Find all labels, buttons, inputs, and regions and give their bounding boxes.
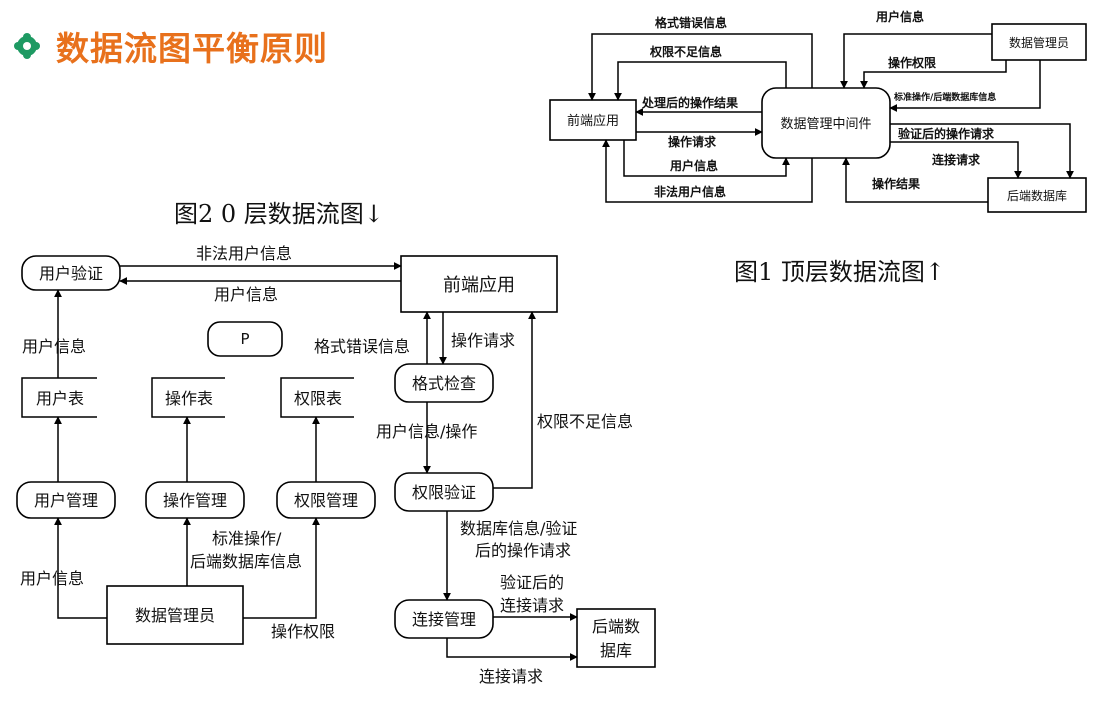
edge-admin-op-permission [243,517,320,619]
node-op-mgmt-label: 操作管理 [163,491,227,510]
top-edge-op-permission [860,60,1007,89]
label-user-info-op: 用户信息/操作 [376,422,477,441]
top-label-verified-request: 验证后的操作请求 [898,126,995,141]
label-illegal-user: 非法用户信息 [196,244,292,263]
top-label-processed-result: 处理后的操作结果 [641,95,738,110]
node-perm-verify-label: 权限验证 [412,483,476,502]
top-backend-node [987,177,1087,213]
label-format-error: 格式错误信息 [314,337,410,356]
top-level-diagram: 前端应用 数据管理中间件 数据管理员 后端数据库 格式错误信息 权限不足信息 处… [549,9,1087,286]
top-frontend-node [549,99,637,141]
title-row: 数据流图平衡原则 [12,24,328,68]
edge-connect-request [446,638,578,661]
label-verified-conn-1: 验证后的 [500,573,564,592]
top-label-user-info: 用户信息 [669,158,718,173]
node-conn-mgmt-label: 连接管理 [412,610,476,629]
top-label-no-permission: 权限不足信息 [649,44,722,59]
top-label-op-permission: 操作权限 [888,55,936,70]
node-frontend [400,255,558,313]
top-edge-user-info [623,140,790,177]
top-edge-std-ops [889,60,1041,112]
node-backend [576,608,656,668]
level0-diagram: 图2 0 层数据流图↓ 用户验证 前端应用 P 用户表 操作表 权限表 格式检查… [16,200,656,686]
label-no-permission: 权限不足信息 [537,412,633,431]
top-edge-verified-request [890,123,1074,179]
top-frontend-label: 前端应用 [567,113,619,129]
node-p [207,321,283,357]
store-op-table-label: 操作表 [165,389,213,408]
flower-bullet-icon [14,33,40,59]
level0-diagram-caption: 图2 0 层数据流图↓ [174,200,384,228]
top-edge-admin-user-info [840,33,992,89]
top-label-admin-user-info: 用户信息 [875,9,924,24]
top-label-illegal-user: 非法用户信息 [654,184,726,199]
label-admin-user-info: 用户信息 [20,569,84,588]
node-frontend-label: 前端应用 [443,275,515,296]
node-dbadmin [106,585,244,645]
node-perm-verify [394,472,494,512]
top-label-connect-request: 连接请求 [932,152,981,167]
node-user-verify [21,255,121,291]
node-format-check-label: 格式检查 [412,374,476,393]
top-edge-op-result [842,157,988,203]
node-dbadmin-label: 数据管理员 [135,606,215,625]
top-label-op-result: 操作结果 [872,176,920,191]
top-dbadmin-node [991,23,1087,61]
label-op-request: 操作请求 [451,331,515,350]
label-db-info-2: 后的操作请求 [475,541,571,560]
label-user-info-top: 用户信息 [214,285,278,304]
edge-no-permission [493,311,536,489]
top-edge-format-error [588,33,813,101]
label-std-ops-2: 后端数据库信息 [190,552,302,571]
top-label-std-ops: 标准操作/后端数据库信息 [893,91,996,103]
top-backend-label: 后端数据库 [1007,188,1067,203]
top-middleware-node [761,87,891,159]
top-middleware-label: 数据管理中间件 [780,117,871,132]
edge-admin-user-info [54,517,107,619]
node-user-mgmt [16,481,116,519]
node-backend-label-1: 后端数 [592,617,640,636]
top-label-format-error: 格式错误信息 [655,15,727,30]
node-op-mgmt [145,481,245,519]
label-user-info-left: 用户信息 [22,337,86,356]
top-edge-connect-request [890,141,1022,179]
store-user-table-label: 用户表 [36,389,84,408]
label-db-info-1: 数据库信息/验证 [460,519,577,538]
label-std-ops-1: 标准操作/ [212,529,282,548]
top-edge-no-permission [614,61,787,101]
store-perm-table-label: 权限表 [294,389,342,408]
top-edge-illegal-user [602,139,813,203]
page-title: 数据流图平衡原则 [56,29,328,68]
label-op-permission: 操作权限 [271,622,335,641]
node-perm-mgmt [276,481,376,519]
label-verified-conn-2: 连接请求 [500,596,564,615]
node-user-mgmt-label: 用户管理 [34,491,98,510]
node-backend-label-2: 据库 [600,641,632,660]
node-perm-mgmt-label: 权限管理 [294,491,358,510]
top-diagram-caption: 图1 顶层数据流图↑ [734,258,945,286]
top-dbadmin-label: 数据管理员 [1009,35,1069,50]
node-user-verify-label: 用户验证 [39,264,103,283]
label-connect-request: 连接请求 [479,667,543,686]
top-label-op-request: 操作请求 [668,134,717,149]
node-p-label: P [240,330,249,348]
